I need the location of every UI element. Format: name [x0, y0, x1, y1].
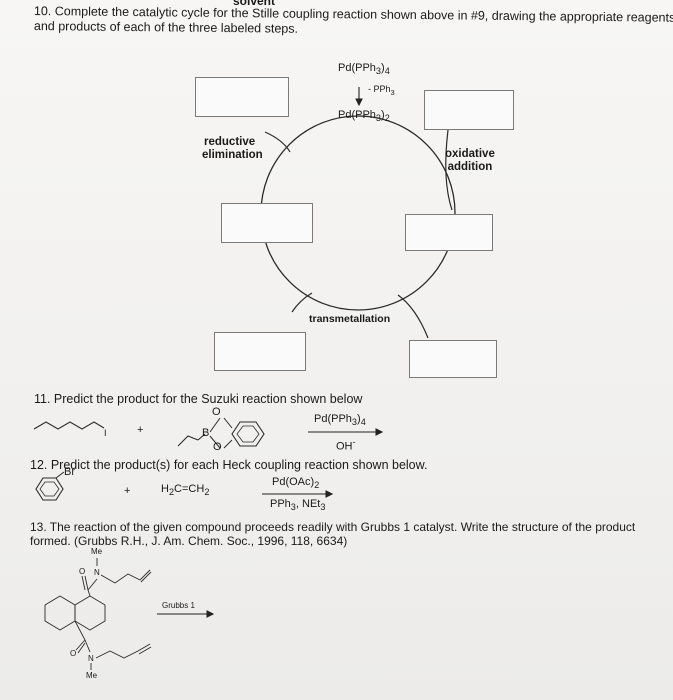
step-label-oxidative-addition: oxidative addition [445, 148, 495, 173]
answer-box-transmetallation-byproduct[interactable] [409, 340, 497, 378]
n-methyl-top: Me [91, 547, 103, 556]
answer-box-oxidative-intermediate[interactable] [405, 214, 493, 251]
suzuki-catalyst: Pd(PPh3)4 [314, 413, 366, 428]
answer-box-reductive-intermediate[interactable] [221, 203, 313, 243]
q12-prompt: 12. Predict the product(s) for each Heck… [30, 458, 428, 472]
nitrogen-bottom: N [88, 654, 94, 663]
catalyst-precursor: Pd(PPh3)4 [338, 62, 390, 77]
active-catalyst: Pd(PPh3)2 [338, 109, 390, 124]
answer-box-reductive-product[interactable] [195, 77, 289, 117]
answer-box-transmetallation-reagent[interactable] [214, 332, 306, 371]
vinyl-group [177, 435, 199, 447]
oxygen-top: O [79, 567, 86, 576]
ethylene: H2C=CH2 [161, 483, 210, 498]
heck-conditions: PPh3, NEt3 [270, 498, 326, 513]
alkyl-iodide-chain [33, 421, 105, 430]
q11-prompt: 11. Predict the product for the Suzuki r… [34, 392, 363, 406]
q13-prompt-line1: 13. The reaction of the given compound p… [30, 520, 636, 534]
nitrogen-top: N [94, 568, 100, 577]
boronate-O-bottom: O [213, 441, 222, 453]
grubbs-reagent: Grubbs 1 [162, 601, 195, 610]
ligand-loss-label: - PPh3 [368, 84, 395, 97]
iodide-label: I [104, 428, 107, 438]
suzuki-base: OH- [336, 437, 356, 453]
heck-catalyst: Pd(OAc)2 [272, 476, 320, 491]
boronate-O-top: O [212, 406, 221, 418]
boronate-B: B [202, 427, 210, 439]
decalin-ring-right [74, 595, 106, 631]
q12-plus: + [124, 485, 131, 497]
transmetallation-arrow-in [291, 292, 313, 313]
catechol-ring [231, 421, 265, 447]
q11-plus: + [137, 424, 144, 436]
bromo-label: Br [64, 466, 75, 478]
transmetallation-arrow-out [397, 294, 429, 339]
oxygen-bottom: O [70, 649, 77, 658]
n-methyl-bottom: Me [86, 671, 98, 680]
reductive-elimination-arrow [264, 131, 291, 153]
step-label-transmetallation: transmetallation [309, 313, 391, 325]
oxidative-addition-arrow [445, 129, 453, 211]
step-label-reductive-elimination: reductive elimination [202, 136, 263, 161]
answer-box-oxidative-reagent[interactable] [424, 90, 514, 130]
decalin-ring-left [44, 595, 76, 631]
header-fragment: solvent [233, 0, 276, 8]
q13-prompt-line2: formed. (Grubbs R.H., J. Am. Chem. Soc.,… [30, 534, 348, 548]
